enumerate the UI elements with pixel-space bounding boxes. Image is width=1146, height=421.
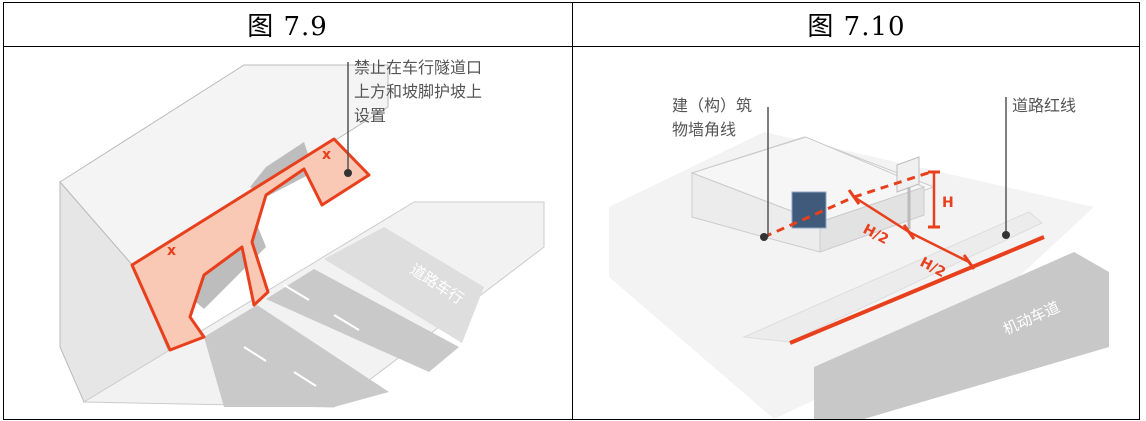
header-divider: [3, 46, 1140, 47]
annotation-left-line-2: 物墙角线: [672, 120, 736, 139]
building-end: [819, 186, 925, 253]
annotation-dot-right: [1002, 231, 1010, 239]
dim-line-h2a: [853, 195, 910, 234]
dim-line-h2b: [908, 230, 970, 264]
lane-dash: [333, 314, 360, 331]
annotation-line-2: 上方和坡脚护坡上: [354, 82, 482, 101]
prohibited-mark-right: x: [322, 147, 331, 163]
road-lane-1: [204, 305, 389, 407]
annotation-line-1: 禁止在车行隧道口: [354, 58, 482, 77]
lane-dash: [283, 284, 310, 301]
road-shoulder: [324, 227, 484, 343]
motor-lane: [814, 252, 1109, 419]
figure-title-right: 图 7.10: [807, 12, 906, 42]
setback-dashed: [853, 169, 935, 199]
dim-tick: [847, 189, 861, 205]
figure-table: [3, 2, 1140, 420]
lane-dash: [293, 371, 317, 387]
figure-title-left: 图 7.9: [247, 12, 328, 42]
building-window: [791, 191, 827, 229]
annotation-left-line-1: 建（构）筑: [672, 96, 752, 115]
tunnel-diagram: x x 禁止在车行隧道口 上方和坡脚护坡上 设置 道路车行: [59, 58, 545, 408]
column-divider: [572, 2, 573, 420]
sidewalk: [742, 211, 1043, 343]
annotation-dot-left: [760, 233, 768, 241]
prohibited-mark-left: x: [167, 243, 176, 259]
dim-label-h: H: [942, 195, 954, 211]
road-red-line: [789, 235, 1045, 345]
setback-dashed: [763, 195, 855, 239]
annotation-right: 道路红线: [1012, 96, 1076, 115]
lane-dash: [243, 346, 267, 362]
setback-diagram: H H/2 H/2 建（构）筑 物墙角线 道路红线 机动车道: [609, 96, 1109, 419]
annotation-line-3: 设置: [354, 106, 386, 125]
dim-tick: [962, 254, 976, 270]
portal-face: [130, 137, 371, 352]
annotation-dot: [344, 169, 352, 177]
dim-tick: [902, 224, 916, 240]
road-lane-2: [266, 269, 459, 372]
